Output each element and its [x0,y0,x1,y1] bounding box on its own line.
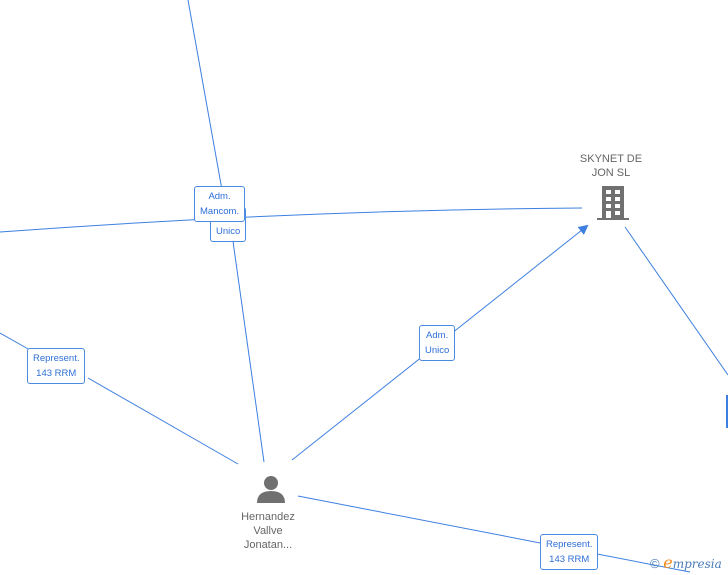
edge-label-adm-unico[interactable]: Adm. Unico [419,325,456,361]
logo-text: mpresia [672,557,722,571]
edge-company-to-right [624,226,728,376]
label-text: Represent. [546,539,593,550]
label-text: 143 RRM [36,368,77,379]
logo-e: e [663,553,673,572]
edge-person-vertical [229,219,265,463]
label-text: 143 RRM [549,554,590,565]
edge-label-represent-left[interactable]: Represent. 143 RRM [27,348,86,384]
edge-represent-to-person [87,377,239,465]
building-icon[interactable] [597,186,629,222]
copyright-icon: © [650,556,660,571]
person-name-line: Vallve [253,525,283,537]
label-text: Unico [425,345,450,356]
edge-left-to-company [0,207,583,233]
label-text: Represent. [33,353,80,364]
company-name[interactable]: SKYNET DE JON SL [566,152,656,180]
person-name-line: Jonatan... [243,539,293,551]
company-name-line: JON SL [591,167,631,179]
label-text: Unico [216,226,241,237]
person-name-line: Hernandez [241,511,295,523]
label-text: Adm. [426,330,449,341]
edge-top-to-mancom [187,0,223,191]
label-text: Mancom. [200,206,240,217]
empresia-logo: © empresia [650,553,722,572]
edge-person-to-bottom-right [297,495,691,573]
edge-left-represent [0,332,31,351]
edge-label-represent-bottom[interactable]: Represent. 143 RRM [540,534,599,570]
person-icon[interactable] [256,475,286,503]
company-name-line: SKYNET DE [579,153,643,165]
label-text: Adm. [208,191,231,202]
edge-label-adm-mancom[interactable]: Adm. Mancom. [194,186,246,222]
